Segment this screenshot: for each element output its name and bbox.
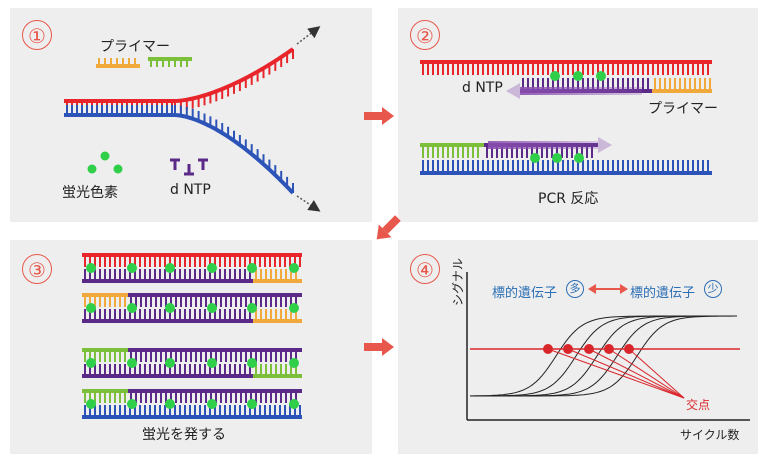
dye-dot-3-2-4	[247, 358, 257, 368]
crossing-point-3	[604, 344, 614, 354]
dye-dot-3-0-2	[165, 263, 175, 273]
dye-dot-3-3-0	[86, 399, 96, 409]
pcr-caption: PCR 反応	[538, 191, 599, 207]
fluorescence-caption: 蛍光を発する	[142, 427, 226, 443]
target-gene-many-label: 標的遺伝子	[492, 286, 558, 301]
dye-dot-2t-1	[573, 71, 583, 81]
dye-dot-3-2-0	[86, 358, 96, 368]
dntp-label-1: d NTP	[170, 182, 211, 198]
crossing-leader-1	[567, 348, 685, 399]
dye-dot-3-3-4	[247, 399, 257, 409]
arrow-3-to-4	[364, 338, 394, 356]
dye-dot-3	[113, 164, 123, 174]
dye-dot-3-2-5	[289, 358, 299, 368]
dye-dot-3-2-1	[127, 358, 137, 368]
flow-arrows	[364, 107, 401, 356]
crossing-point-1	[563, 344, 573, 354]
dye-dot-3-1-5	[289, 303, 299, 313]
dye-dot-2t-2	[596, 71, 606, 81]
extension-arrow-right-body	[488, 141, 598, 149]
crossing-point-4	[624, 344, 634, 354]
dye-dot-3-0-1	[127, 263, 137, 273]
panel-4-chart	[466, 272, 750, 421]
y-axis-label: シグナル	[451, 257, 465, 306]
dye-dot-3-1-4	[247, 303, 257, 313]
dye-dot-2b-0	[530, 153, 540, 163]
panel-3-art	[82, 253, 302, 419]
panel-2-art	[420, 60, 712, 175]
dye-dot-3-3-5	[289, 399, 299, 409]
dye-dot-3-1-0	[86, 303, 96, 313]
dye-dot-3-3-3	[207, 399, 217, 409]
unwind-arrow-up	[296, 26, 321, 45]
x-axis-label: サイクル数	[680, 428, 740, 442]
dye-dot-3-0-4	[247, 263, 257, 273]
amplification-curve-4	[470, 315, 737, 397]
dye-dot-3-1-2	[165, 303, 175, 313]
dye-dot-2b-2	[574, 153, 584, 163]
extension-arrow-left-body	[520, 87, 642, 95]
step-number-4: ④	[410, 254, 440, 284]
target-gene-few-label: 標的遺伝子	[630, 286, 696, 301]
panel-1-art	[64, 26, 321, 212]
dye-dot-3-0-3	[207, 263, 217, 273]
arrow-2-to-3	[376, 215, 401, 240]
crossing-point-0	[543, 344, 553, 354]
arrow-1-to-2	[364, 107, 394, 125]
dntp-label-2: d NTP	[462, 80, 503, 96]
crossing-leader-2	[588, 348, 685, 399]
dye-label: 蛍光色素	[62, 185, 118, 201]
extension-arrow-left-head	[506, 83, 520, 99]
crossing-leader-0	[547, 348, 685, 399]
panel-4	[398, 240, 758, 454]
dye-dot-3-0-0	[86, 263, 96, 273]
primer-label-1: プライマー	[100, 39, 170, 55]
dye-dot-1	[100, 151, 110, 161]
step-number-1: ①	[22, 20, 52, 50]
dye-dot-2t-0	[550, 71, 560, 81]
target-gene-few-badge: 少	[704, 280, 722, 298]
panel-2	[398, 8, 758, 222]
step-number-3: ③	[22, 254, 52, 284]
dye-dot-3-3-2	[165, 399, 175, 409]
crossing-point-label: 交点	[686, 398, 711, 412]
dye-dot-3-3-1	[127, 399, 137, 409]
dye-dot-3-2-2	[165, 358, 175, 368]
extension-arrow-right-head	[598, 137, 612, 153]
primer-label-2: プライマー	[648, 101, 718, 117]
dye-dot-3-2-3	[207, 358, 217, 368]
dye-dot-3-0-5	[289, 263, 299, 273]
dye-dot-2b-1	[552, 153, 562, 163]
target-gene-many-badge: 多	[566, 280, 584, 298]
dye-dot-2	[87, 164, 97, 174]
dye-dot-3-1-3	[207, 303, 217, 313]
crossing-point-2	[584, 344, 594, 354]
step-number-2: ②	[410, 20, 440, 50]
crossing-leader-3	[608, 348, 685, 399]
unwind-arrow-down	[296, 195, 321, 212]
crossing-leader-4	[628, 348, 685, 399]
dye-dot-3-1-1	[127, 303, 137, 313]
